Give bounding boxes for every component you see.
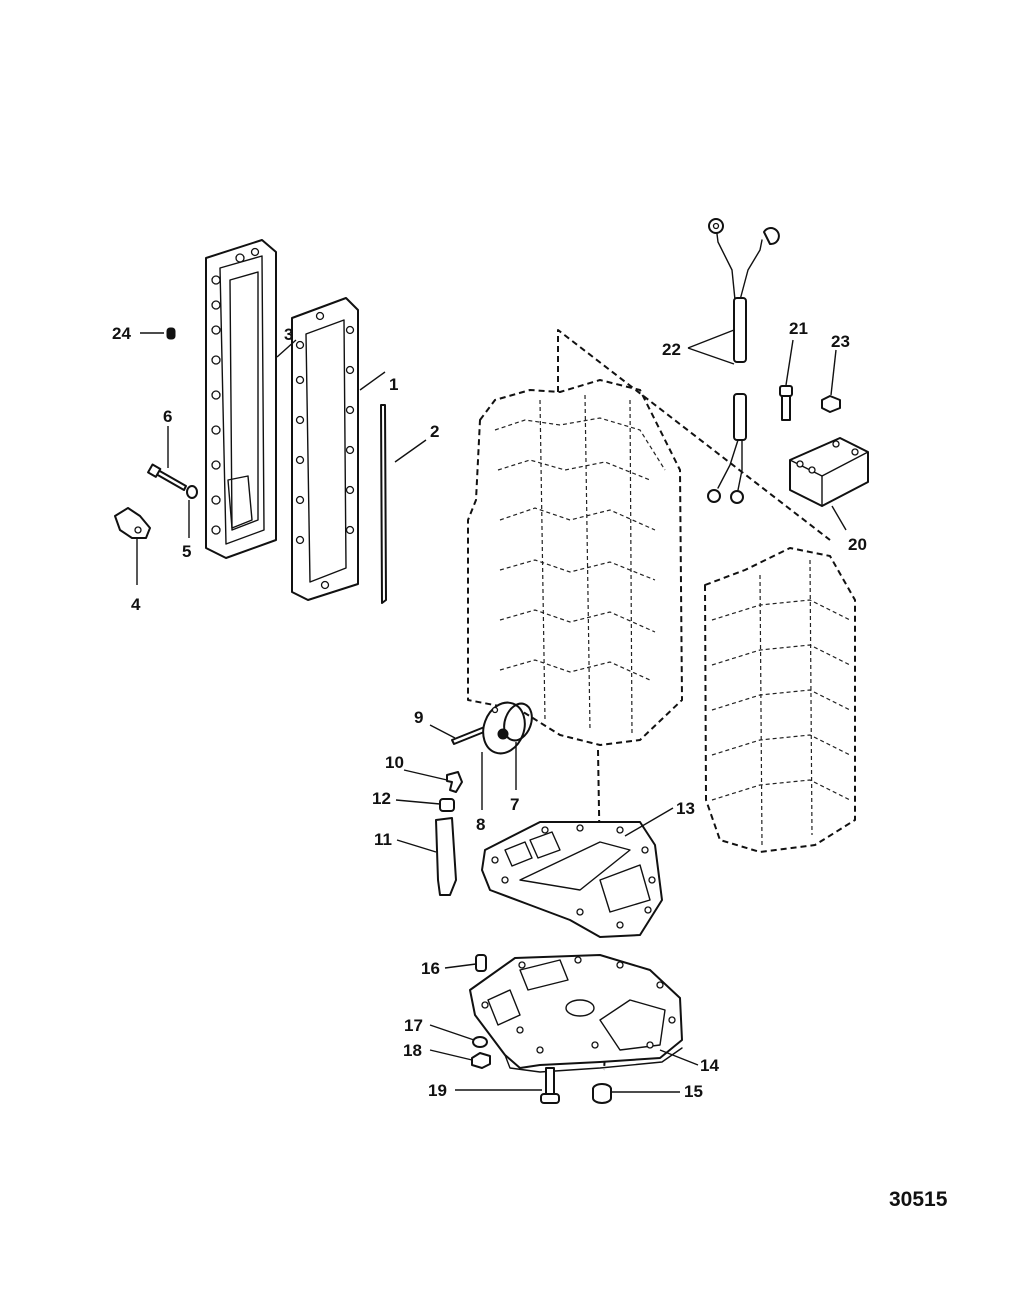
- callout-22: 22: [662, 340, 681, 359]
- part-12-clamp: [439, 798, 455, 812]
- callout-2: 2: [430, 422, 439, 441]
- callout-5: 5: [182, 542, 191, 561]
- leader-lines: [136, 329, 847, 1093]
- callout-17: 17: [404, 1016, 423, 1035]
- part-17-washer: [472, 1036, 488, 1048]
- part-13-gasket: [481, 821, 663, 938]
- part-5-washer: [186, 485, 198, 499]
- callout-13: 13: [676, 799, 695, 818]
- part-15-plug: [592, 1083, 612, 1104]
- callout-21: 21: [789, 319, 808, 338]
- part-23-nut: [821, 395, 841, 413]
- callout-1: 1: [389, 375, 398, 394]
- callout-15: 15: [684, 1082, 703, 1101]
- callout-11: 11: [374, 830, 392, 849]
- part-2-seal-strip: [380, 404, 387, 604]
- callout-20: 20: [848, 535, 867, 554]
- part-11-hose: [435, 817, 457, 896]
- callout-7: 7: [510, 795, 519, 814]
- callout-3: 3: [284, 325, 293, 344]
- callout-10: 10: [385, 753, 404, 772]
- callout-9: 9: [414, 708, 423, 727]
- part-10-elbow: [446, 771, 463, 793]
- callout-6: 6: [163, 407, 172, 426]
- part-20-module: [789, 437, 869, 507]
- part-16-dowel-pin: [475, 954, 487, 972]
- part-6-screw: [147, 463, 187, 491]
- callout-12: 12: [372, 789, 391, 808]
- part-19-screw: [540, 1067, 560, 1104]
- part-7-o-ring: [503, 702, 533, 742]
- part-14-adaptor-plate: [469, 954, 683, 1073]
- part-4-fitting: [114, 507, 151, 539]
- callout-24: 24: [112, 324, 131, 343]
- callout-16: 16: [421, 959, 440, 978]
- part-24-plug: [166, 327, 176, 340]
- callout-14: 14: [700, 1056, 719, 1075]
- callout-19: 19: [428, 1081, 447, 1100]
- figure-number: 30515: [889, 1188, 948, 1211]
- callout-4: 4: [131, 595, 141, 614]
- callout-18: 18: [403, 1041, 422, 1060]
- crankcase-outline: [704, 547, 856, 853]
- callout-labels: 24 3 1 2 6 5 4 22 21 23 20 9 10 12 11 8 …: [112, 319, 867, 1101]
- part-1-gasket: [291, 297, 359, 601]
- callout-8: 8: [476, 815, 485, 834]
- callout-23: 23: [831, 332, 850, 351]
- part-3-cover-plate: [205, 239, 277, 559]
- part-22-wiring-harness: [707, 218, 780, 504]
- part-18-nut: [471, 1052, 491, 1069]
- engine-block-outline: [467, 329, 831, 746]
- part-21-screw: [779, 385, 793, 421]
